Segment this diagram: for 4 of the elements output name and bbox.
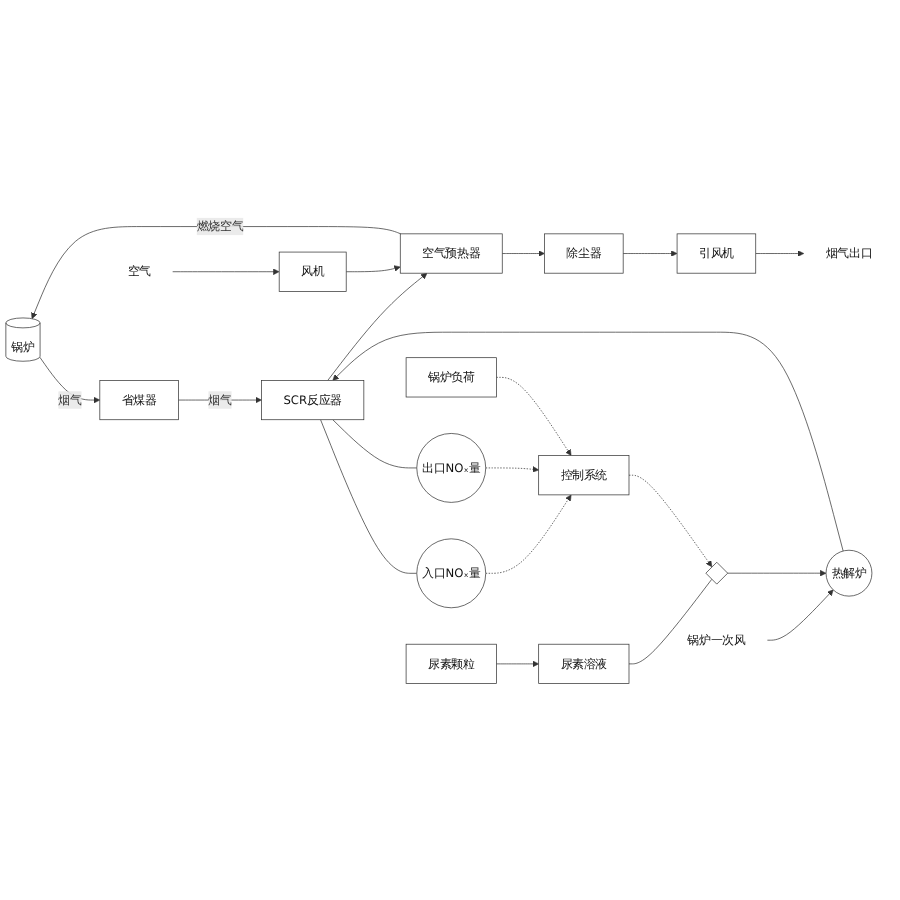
connector xyxy=(628,578,713,664)
connector xyxy=(332,418,418,468)
node-valve xyxy=(705,561,729,584)
connector xyxy=(320,418,418,573)
